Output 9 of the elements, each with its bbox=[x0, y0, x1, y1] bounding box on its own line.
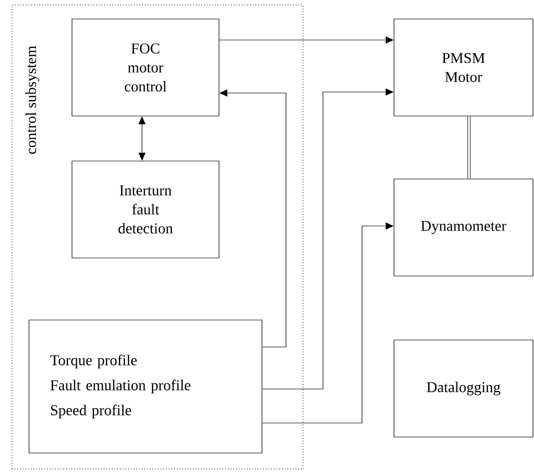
process-box: Datalogging bbox=[394, 340, 534, 438]
profile-box: Torque profile Fault emulation profile Speed profile bbox=[28, 320, 262, 454]
process-box: FOC motor control bbox=[72, 18, 220, 116]
process-box: PMSM Motor bbox=[394, 18, 534, 116]
connector-line bbox=[468, 116, 470, 179]
subsystem-frame bbox=[12, 4, 304, 470]
process-box: Dynamometer bbox=[394, 178, 534, 276]
process-box: Interturn fault detection bbox=[72, 160, 220, 258]
heading: control subsystem bbox=[26, 46, 40, 154]
